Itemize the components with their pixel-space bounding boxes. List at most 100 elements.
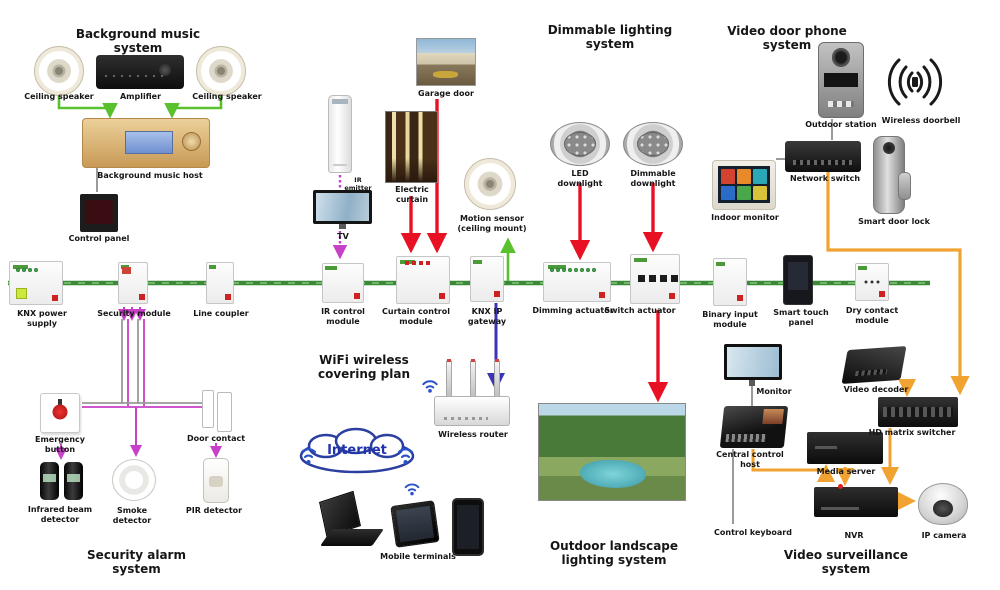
camera-label: IP camera [921, 531, 967, 540]
network-switch-label: Network switch [789, 174, 861, 183]
monitor-label: Monitor [756, 387, 792, 396]
wifi-icon [422, 380, 438, 393]
smart-lock-label: Smart door lock [858, 217, 930, 226]
module-11-label: Dry contact module [845, 306, 899, 325]
downlight-2 [623, 122, 683, 166]
router-label: Wireless router [438, 430, 508, 439]
internet-label: Internet [327, 443, 387, 458]
laptop-base [320, 529, 384, 546]
terminal-dot-row [405, 261, 430, 265]
garden-photo [538, 403, 686, 501]
network-switch [785, 141, 861, 172]
lighting-section-title: Dimmable lighting system [547, 23, 673, 51]
smartphone [452, 498, 484, 556]
security-section-title: Security alarm system [87, 548, 186, 576]
door-contact-b [217, 392, 232, 432]
wifi-icon-terminals [404, 483, 420, 496]
motion-sensor-label: Motion sensor (ceiling mount) [457, 214, 527, 233]
module-6-label: KNX IP gateway [467, 307, 507, 326]
router-antenna-2 [470, 359, 476, 400]
video-decoder-label: Video decoder [843, 385, 909, 394]
module-3-label: Line coupler [193, 309, 249, 318]
beam-detector-1 [40, 462, 59, 500]
contact-dots [864, 280, 880, 284]
monitor-stand [749, 380, 755, 386]
smart-door-lock [873, 136, 911, 214]
pir-detector [203, 458, 229, 503]
emergency-button [40, 393, 80, 433]
surveillance-section-title: Video surveillance system [783, 548, 909, 576]
security-module [118, 262, 148, 304]
tv-screen [316, 193, 369, 221]
cabinet-air-conditioner [328, 95, 352, 173]
amplifier [96, 55, 184, 89]
module-10-label: Smart touch panel [773, 308, 829, 327]
smoke-detector-label: Smoke detector [112, 506, 152, 525]
dimmer-led-row [550, 268, 596, 272]
wireless-signal-icon [887, 58, 943, 106]
central-control-console [719, 406, 789, 448]
music-panel-label: Control panel [68, 234, 130, 243]
garage-door-photo [416, 38, 476, 86]
control-keyboard-label: Control keyboard [714, 528, 792, 537]
tablet [390, 500, 440, 548]
intercom-section-title: Video door phone system [727, 24, 847, 52]
amplifier-label: Amplifier [119, 92, 162, 101]
tv [313, 190, 372, 224]
router-antenna-3 [494, 359, 500, 400]
speaker-right-label: Ceiling speaker [192, 92, 262, 101]
media-server-label: Media server [816, 467, 876, 476]
outdoor-station-label: Outdoor station [805, 120, 877, 129]
internet-cloud [299, 427, 415, 474]
smartphone-screen [457, 505, 479, 549]
dimming-actuator-module [543, 262, 611, 302]
music-control-panel [80, 194, 118, 232]
downlight-1 [550, 122, 610, 166]
console-label: Central control host [716, 450, 784, 469]
matrix-label: HD matrix switcher [868, 428, 956, 437]
power-terminal [16, 288, 27, 299]
speaker-left-label: Ceiling speaker [24, 92, 94, 101]
line-coupler-module [206, 262, 234, 304]
background-music-host [82, 118, 210, 168]
module-8-label: Switch actuator [604, 306, 676, 315]
outdoor-door-station [818, 42, 864, 118]
tablet-screen [395, 505, 435, 543]
indoor-monitor-label: Indoor monitor [711, 213, 779, 222]
module-chip [122, 267, 131, 274]
wifi-section-title: WiFi wireless covering plan [317, 353, 410, 381]
dry-contact-module [855, 263, 889, 301]
downlight-2-label: Dimmable downlight [630, 169, 676, 188]
beam-detector-label: Infrared beam detector [27, 505, 93, 524]
host-volume-knob [182, 132, 202, 152]
power-led-row [16, 268, 38, 272]
module-9-label: Binary input module [702, 310, 758, 329]
tv-label: TV [337, 232, 349, 241]
garden-title: Outdoor landscape lighting system [549, 539, 679, 567]
hd-matrix-switcher [878, 397, 958, 427]
door-station-screen [824, 72, 858, 88]
downlight-1-label: LED downlight [557, 169, 603, 188]
monitor [724, 344, 782, 380]
module-7-label: Dimming actuator [532, 306, 614, 315]
wireless-router [434, 396, 510, 426]
door-camera-icon [831, 48, 851, 67]
emergency-button-label: Emergency button [35, 435, 85, 454]
garage-label: Garage door [418, 89, 474, 98]
wireless-doorbell-label: Wireless doorbell [881, 116, 961, 125]
music-section-title: Background music system [75, 27, 201, 55]
ir-emitter-label: IR emitter [344, 176, 372, 192]
tv-stand [339, 224, 346, 229]
knx-power-supply-module [9, 261, 63, 305]
music-host-label: Background music host [97, 171, 203, 180]
smoke-detector [112, 459, 156, 501]
module-5-label: Curtain control module [382, 307, 450, 326]
indoor-monitor-screen [717, 165, 771, 204]
knx-ip-gateway-module [470, 256, 504, 302]
curtain-photo [385, 111, 438, 183]
door-contact-a [202, 390, 214, 428]
nvr [814, 484, 898, 517]
curtain-control-module [396, 256, 450, 304]
beam-detector-2 [64, 462, 83, 500]
